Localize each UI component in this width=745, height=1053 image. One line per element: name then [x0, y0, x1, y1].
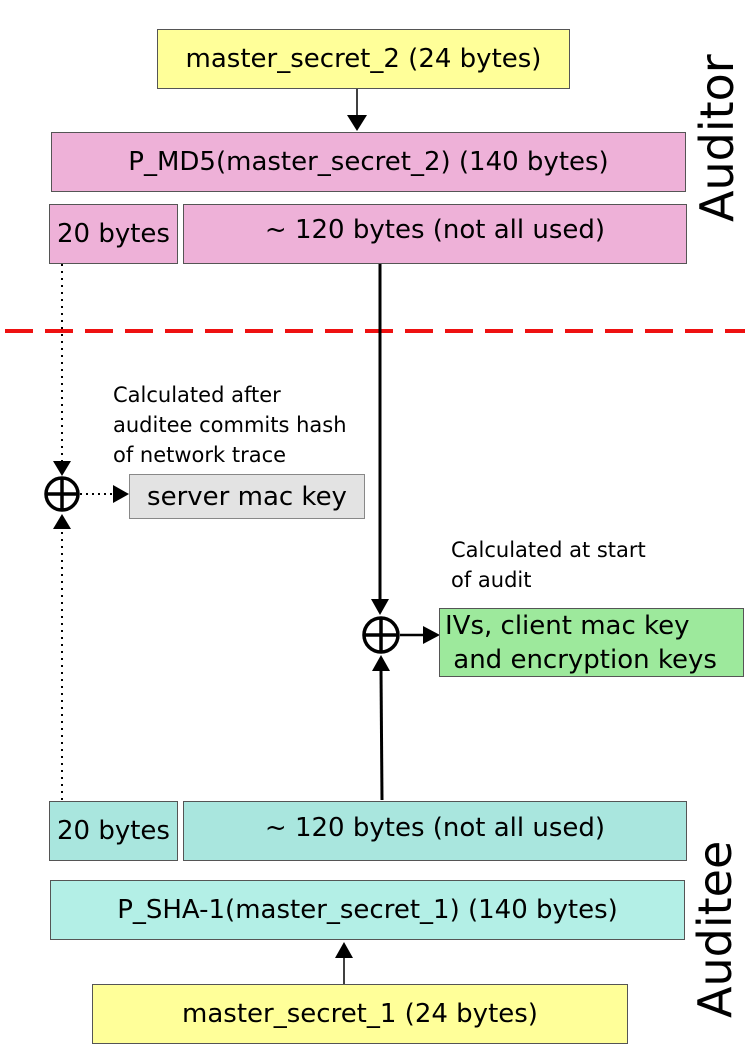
p-md5-box: P_MD5(master_secret_2) (140 bytes) [51, 132, 686, 192]
xor-server-icon [44, 476, 80, 512]
client-keys-note-line1: Calculated at start [451, 538, 646, 562]
arrowhead-to-client-keys [423, 626, 440, 644]
server-mac-key-box: server mac key [129, 474, 365, 519]
client-keys-line2: and encryption keys [445, 644, 717, 675]
arrowhead-auditee-20-to-xor [53, 514, 71, 529]
auditee-20-bytes-label: 20 bytes [57, 816, 170, 846]
auditee-120-bytes-label: ~ 120 bytes (not all used) [264, 813, 606, 843]
auditor-120-bytes-label: ~ 120 bytes (not all used) [264, 215, 606, 245]
arrowhead-auditee-120-to-xor [372, 655, 390, 671]
client-keys-note: Calculated at start of audit [451, 535, 646, 595]
auditor-side-label: Auditor [690, 54, 744, 222]
client-keys-line1: IVs, client mac key [445, 610, 690, 641]
server-mac-key-label: server mac key [147, 481, 347, 512]
server-mac-note: Calculated after auditee commits hash of n… [113, 380, 347, 470]
server-mac-note-line1: Calculated after [113, 383, 281, 407]
master-secret-1-box: master_secret_1 (24 bytes) [92, 984, 628, 1044]
p-sha1-label: P_SHA-1(master_secret_1) (140 bytes) [117, 895, 618, 925]
p-sha1-box: P_SHA-1(master_secret_1) (140 bytes) [50, 880, 685, 940]
xor-client-icon [362, 616, 400, 654]
p-md5-label: P_MD5(master_secret_2) (140 bytes) [128, 147, 609, 177]
client-keys-note-line2: of audit [451, 568, 532, 592]
arrowhead-to-server-mac [113, 485, 129, 503]
client-keys-box: IVs, client mac key and encryption keys [439, 608, 744, 677]
auditee-20-bytes-box: 20 bytes [49, 801, 178, 861]
master-secret-2-label: master_secret_2 (24 bytes) [185, 44, 542, 74]
arrowhead-auditor-20-to-xor [53, 461, 71, 476]
master-secret-1-label: master_secret_1 (24 bytes) [182, 999, 538, 1029]
arrowhead-ms1-to-sha1 [335, 942, 353, 958]
arrowhead-auditor-120-to-xor [371, 599, 389, 615]
server-mac-note-line3: of network trace [113, 443, 287, 467]
server-mac-note-line2: auditee commits hash [113, 413, 347, 437]
line-auditee-120 [379, 669, 384, 801]
auditee-side-label: Auditee [688, 840, 742, 1018]
auditor-120-bytes-box: ~ 120 bytes (not all used) [183, 204, 687, 264]
master-secret-2-box: master_secret_2 (24 bytes) [157, 29, 570, 89]
auditee-120-bytes-box: ~ 120 bytes (not all used) [183, 801, 687, 861]
auditor-20-bytes-box: 20 bytes [49, 204, 178, 264]
auditor-20-bytes-label: 20 bytes [57, 219, 170, 249]
arrowhead-ms2-to-md5 [347, 115, 367, 131]
